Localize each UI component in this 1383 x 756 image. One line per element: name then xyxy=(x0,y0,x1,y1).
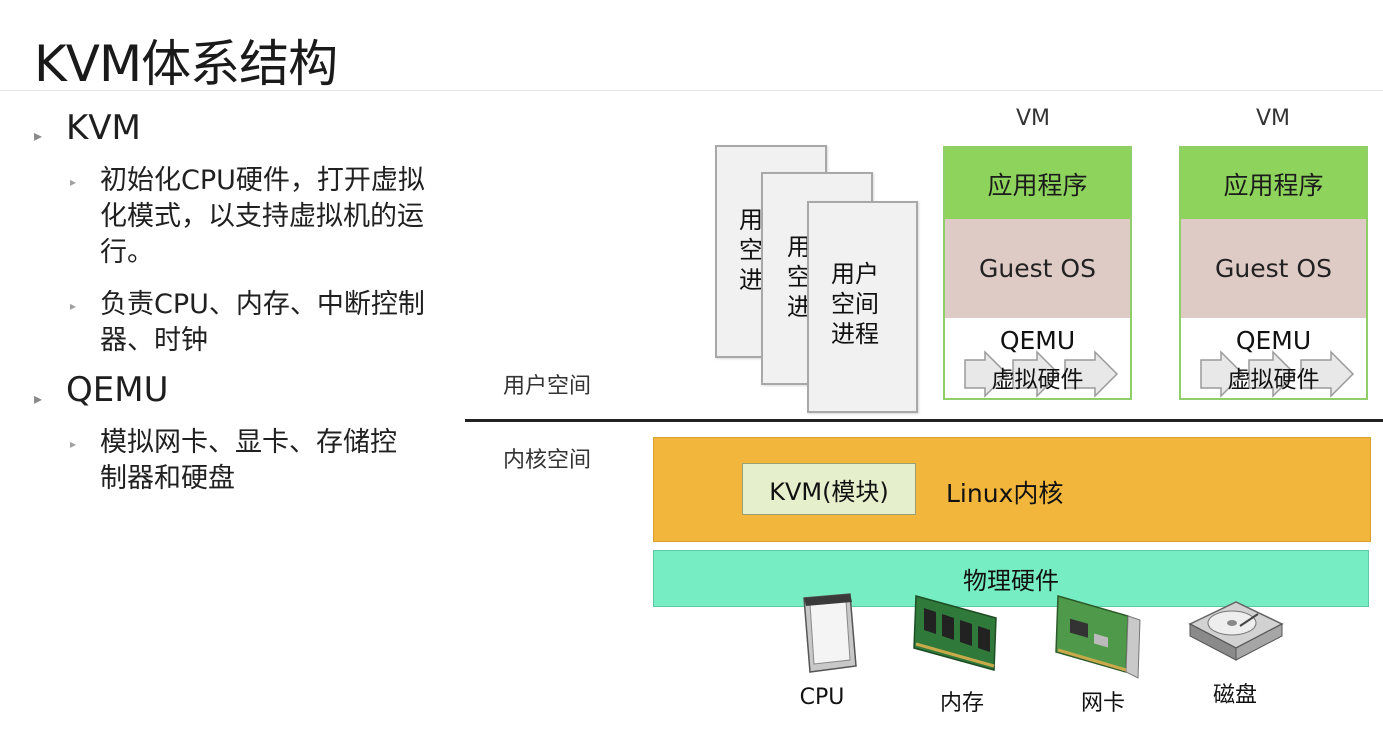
device-label-cpu: CPU xyxy=(799,685,845,710)
bullet-qemu-label: QEMU xyxy=(66,370,169,410)
slide-title: KVM体系结构 xyxy=(34,35,338,93)
process-label: 用户 空间 进程 xyxy=(831,260,879,348)
sub-bullet-arrow-icon: ▸ xyxy=(70,175,77,189)
vm-frame xyxy=(943,146,1132,400)
linux-kernel-label: Linux内核 xyxy=(946,479,1064,508)
vm-frame xyxy=(1179,146,1368,400)
hard-disk-icon xyxy=(1188,601,1284,661)
title-rule xyxy=(0,90,1383,91)
bullet-qemu-item-1: 模拟网卡、显卡、存储控制器和硬盘 xyxy=(100,427,397,494)
device-label-nic: 网卡 xyxy=(1080,691,1125,716)
kernel-space-label: 内核空间 xyxy=(503,448,592,473)
vm-label: VM xyxy=(1255,106,1291,131)
virtual-hardware-arrows-icon xyxy=(964,350,1119,398)
virtual-hardware-arrows-icon xyxy=(1200,350,1355,398)
vm-qemu: QEMU 虚拟硬件 xyxy=(1181,318,1366,398)
device-label-memory: 内存 xyxy=(939,691,984,716)
vm-application: 应用程序 xyxy=(945,148,1130,219)
bullet-kvm-item-1: 初始化CPU硬件，打开虚拟化模式，以支持虚拟机的运行。 xyxy=(100,165,425,268)
vm-guest-os: Guest OS xyxy=(945,219,1130,318)
sub-bullet-arrow-icon: ▸ xyxy=(70,299,77,313)
kvm-module-box: KVM(模块) xyxy=(742,463,916,515)
qemu-label: QEMU xyxy=(999,326,1076,355)
user-space-label: 用户空间 xyxy=(503,374,592,399)
virtual-hardware-label: 虚拟硬件 xyxy=(1227,367,1320,393)
sub-bullet-arrow-icon: ▸ xyxy=(70,437,77,451)
vm-guest-os: Guest OS xyxy=(1181,219,1366,318)
virtual-hardware-label: 虚拟硬件 xyxy=(991,367,1084,393)
device-label-disk: 磁盘 xyxy=(1212,683,1257,708)
vm-label: VM xyxy=(1015,106,1051,131)
vm-qemu: QEMU 虚拟硬件 xyxy=(945,318,1130,398)
physical-hardware-band: 物理硬件 xyxy=(653,550,1369,607)
qemu-label: QEMU xyxy=(1235,326,1312,355)
process-label-partial: 用 空 进 xyxy=(739,206,763,294)
bullet-kvm-item-2: 负责CPU、内存、中断控制器、时钟 xyxy=(100,289,425,356)
bullet-arrow-icon: ▸ xyxy=(34,389,43,408)
user-kernel-divider xyxy=(465,419,1383,422)
memory-icon xyxy=(913,595,997,671)
vm-application: 应用程序 xyxy=(1181,148,1366,219)
bullet-kvm-label: KVM xyxy=(66,108,141,148)
bullet-arrow-icon: ▸ xyxy=(34,126,43,145)
network-card-icon xyxy=(1055,595,1141,679)
user-process-card-front: 用户 空间 进程 xyxy=(807,201,918,413)
cpu-icon xyxy=(803,593,857,673)
